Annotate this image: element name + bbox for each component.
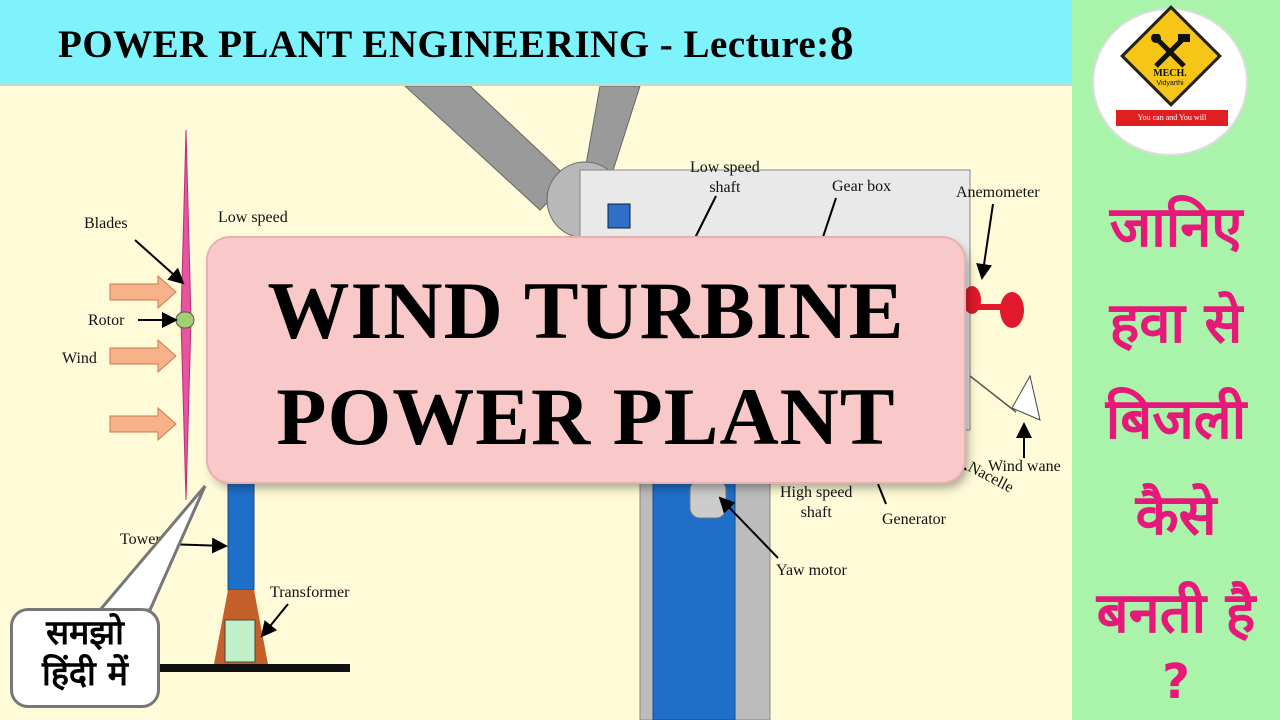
transformer-box <box>224 619 256 663</box>
title-card: WIND TURBINE POWER PLANT <box>208 238 964 482</box>
label-rotor: Rotor <box>88 312 125 329</box>
arrow-anemometer <box>976 203 994 280</box>
logo-text-mech: MECH. <box>1153 68 1187 79</box>
wind-arrows <box>109 274 177 442</box>
wind-wane-fin <box>1011 374 1041 421</box>
label-gear-box: Gear box <box>832 178 892 195</box>
lecture-title: POWER PLANT ENGINEERING - Lecture:8 <box>58 17 855 70</box>
hindi-line-4: कैसे <box>1135 483 1217 548</box>
tools-icon <box>1151 34 1190 68</box>
logo-tagline: You can and You will <box>1116 110 1228 126</box>
hindi-question-mark: ? <box>1162 654 1190 710</box>
anemometer-bar <box>972 304 1012 310</box>
coupling-box <box>607 203 631 229</box>
ground-line <box>160 664 350 672</box>
hindi-line-2: हवा से <box>1109 291 1243 356</box>
label-wind-wane: Wind wane <box>988 458 1061 475</box>
label-transformer: Transformer <box>270 584 350 601</box>
tower-large-inner <box>652 479 736 720</box>
hindi-line-3: बिजली <box>1105 387 1247 452</box>
lecture-number: 8 <box>829 17 855 70</box>
arrow-shaft <box>693 195 717 241</box>
arrow-blades <box>134 239 185 285</box>
bubble-line-2: हिंदी में <box>42 653 128 694</box>
title-line-2: POWER PLANT <box>276 371 896 462</box>
label-generator: Generator <box>882 511 946 528</box>
arrow-generator <box>877 483 887 505</box>
arrow-transformer <box>260 603 289 638</box>
logo-text-vidyarthi: Vidyarthi <box>1156 80 1184 87</box>
title-line-1: WIND TURBINE <box>267 265 905 356</box>
rotor-hub <box>175 311 195 329</box>
label-blades: Blades <box>84 215 128 232</box>
label-low-speed-left: Low speed <box>218 209 288 226</box>
arrow-yaw <box>718 496 779 559</box>
tower-left <box>227 469 255 591</box>
blade-top-left <box>404 86 571 211</box>
label-yaw-motor: Yaw motor <box>776 562 847 579</box>
label-anemometer: Anemometer <box>956 184 1040 201</box>
header-bar: POWER PLANT ENGINEERING - Lecture:8 <box>0 0 1072 86</box>
label-wind: Wind <box>62 350 97 367</box>
arrow-gearbox <box>821 197 837 241</box>
bubble-line-1: समझो <box>46 613 124 653</box>
speech-bubble: समझो हिंदी में <box>10 608 160 708</box>
label-tower: Tower <box>120 531 161 548</box>
hindi-line-5: बनती है <box>1096 581 1256 646</box>
hindi-line-1: जानिए <box>1109 195 1243 260</box>
